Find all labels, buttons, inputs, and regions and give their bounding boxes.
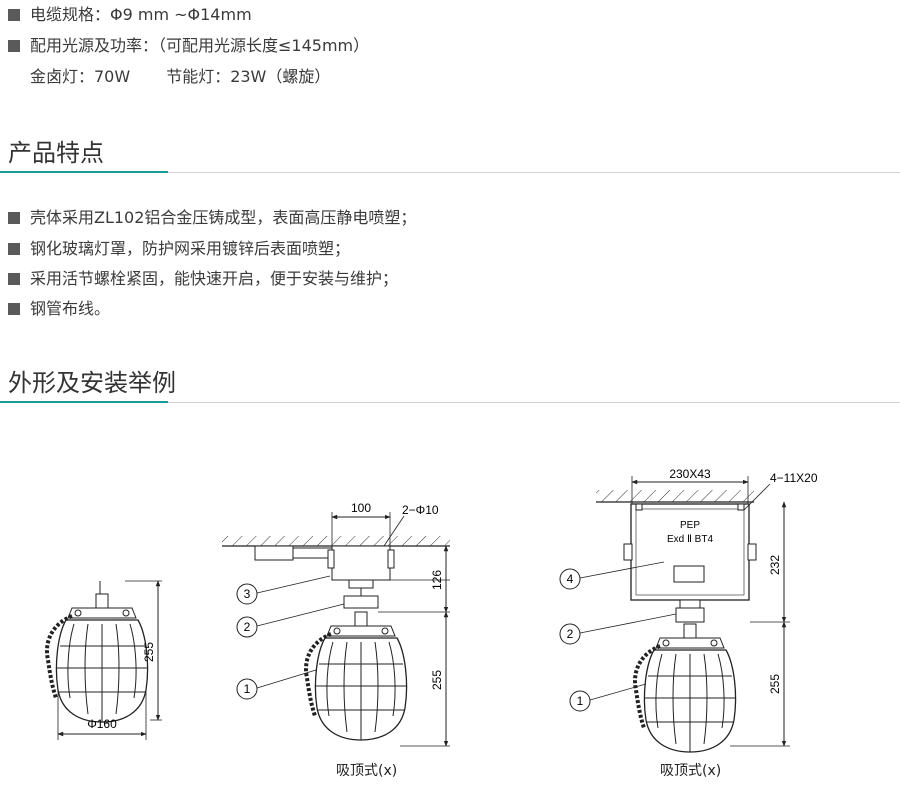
bullet-square-icon <box>8 40 20 52</box>
bullet-square-icon <box>8 9 20 21</box>
svg-text:230X43: 230X43 <box>669 467 711 481</box>
spec-power: 配用光源及功率：（可配用光源长度≤145mm） <box>8 35 369 57</box>
svg-text:255: 255 <box>430 670 444 690</box>
svg-text:1: 1 <box>577 694 584 708</box>
caption-fig3: 吸顶式(x) <box>660 763 722 779</box>
svg-text:126: 126 <box>430 570 444 590</box>
svg-text:3: 3 <box>244 587 251 601</box>
installation-heading: 外形及安装举例 <box>8 369 176 397</box>
feature-item: 壳体采用ZL102铝合金压铸成型，表面高压静电喷塑； <box>8 207 416 229</box>
callout-1 <box>236 678 258 700</box>
svg-text:Φ160: Φ160 <box>87 717 117 731</box>
feature-item: 钢管布线。 <box>8 298 110 320</box>
svg-text:4: 4 <box>567 572 574 586</box>
energy-saving-value: 节能灯：23W（螺旋） <box>166 67 331 86</box>
divider-accent <box>0 401 168 403</box>
svg-text:Exd Ⅱ BT4: Exd Ⅱ BT4 <box>667 534 713 545</box>
callout-2 <box>559 623 581 645</box>
installation-divider <box>0 401 900 403</box>
svg-text:255: 255 <box>768 674 782 694</box>
svg-text:1: 1 <box>244 682 251 696</box>
svg-text:4−11X20: 4−11X20 <box>770 471 818 485</box>
divider-accent <box>0 171 168 173</box>
features-divider <box>0 171 900 173</box>
bullet-square-icon <box>8 273 20 285</box>
svg-text:232: 232 <box>768 555 782 575</box>
metal-halide-value: 金卤灯：70W <box>30 67 131 86</box>
ceiling-mount-drawing-3: PEP Exd Ⅱ BT4 230X43 4−11X20 232 255 4 2… <box>559 467 818 754</box>
feature-item: 钢化玻璃灯罩，防护网采用镀锌后表面喷塑； <box>8 238 350 260</box>
feature-item: 采用活节螺栓紧固，能快速开启，便于安装与维护； <box>8 268 398 290</box>
svg-text:2: 2 <box>244 620 251 634</box>
svg-text:PEP: PEP <box>680 520 700 531</box>
svg-text:100: 100 <box>351 501 371 515</box>
ceiling-mount-drawing-2: 100 2−Φ10 126 255 3 2 1 <box>222 501 450 747</box>
callout-4 <box>559 568 581 590</box>
callout-1 <box>569 690 591 712</box>
caption-fig2: 吸顶式(x) <box>336 763 398 779</box>
callout-2 <box>236 616 258 638</box>
svg-text:2−Φ10: 2−Φ10 <box>402 503 439 517</box>
spec-lamps: 金卤灯：70W 节能灯：23W（螺旋） <box>30 66 330 88</box>
lamp-drawing-1: 255 Φ160 <box>45 580 162 740</box>
bullet-square-icon <box>8 212 20 224</box>
svg-text:2: 2 <box>567 627 574 641</box>
bullet-square-icon <box>8 303 20 315</box>
svg-text:255: 255 <box>142 642 156 662</box>
spec-cable: 电缆规格：Φ9 mm ~Φ14mm <box>8 4 252 26</box>
bullet-square-icon <box>8 243 20 255</box>
callout-3 <box>236 583 258 605</box>
features-heading: 产品特点 <box>8 139 104 167</box>
